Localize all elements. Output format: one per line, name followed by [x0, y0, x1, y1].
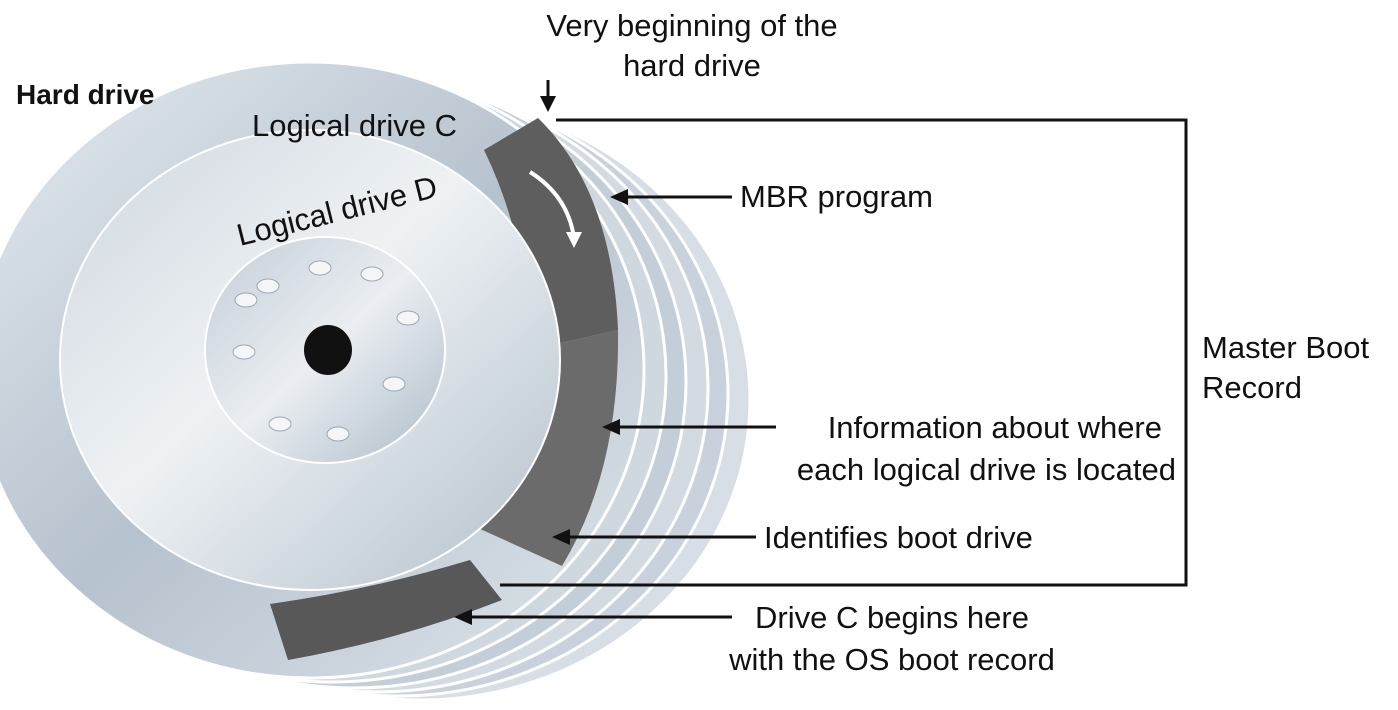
arrowhead-drive-c-begins [454, 609, 472, 625]
master-boot-record-bracket [500, 118, 1188, 587]
hub-hole [382, 376, 406, 392]
arrowhead-identifies-boot [552, 529, 570, 545]
very-beginning-label-line2: hard drive [623, 48, 761, 83]
rotation-arrow [528, 170, 582, 248]
mbr-segment-top [484, 118, 618, 350]
logical-drive-c-label: Logical drive C [252, 108, 457, 143]
spindle [304, 325, 352, 375]
hub-hole [256, 278, 280, 294]
mbr-segment-middle [478, 330, 619, 566]
hub-hole [268, 416, 292, 432]
hub-hole [326, 426, 350, 442]
information-label-line1: Information about where [828, 410, 1162, 445]
drive-c-segment [270, 560, 502, 660]
hub-hole [396, 310, 420, 326]
arrowhead-information [602, 419, 620, 435]
arrowhead-very-beginning [540, 96, 556, 112]
hub-hole [232, 344, 256, 360]
arrowhead-mbr-program [610, 189, 628, 205]
drive-c-begins-label-line1: Drive C begins here [755, 600, 1029, 635]
drive-c-begins-label-line2: with the OS boot record [728, 642, 1055, 677]
identifies-boot-drive-label: Identifies boot drive [764, 520, 1033, 555]
master-boot-record-label-line1: Master Boot [1202, 330, 1370, 365]
information-label-line2: each logical drive is located [797, 452, 1176, 487]
hub-hole [234, 292, 258, 308]
hub-hole [308, 260, 332, 276]
hub-holes [232, 260, 420, 442]
hard-drive-label: Hard drive [16, 79, 155, 110]
very-beginning-label-line1: Very beginning of the [546, 8, 837, 43]
mbr-program-label: MBR program [740, 179, 933, 214]
pointer-lines [454, 80, 1188, 625]
master-boot-record-label-line2: Record [1202, 370, 1302, 405]
hub-hole [360, 266, 384, 282]
